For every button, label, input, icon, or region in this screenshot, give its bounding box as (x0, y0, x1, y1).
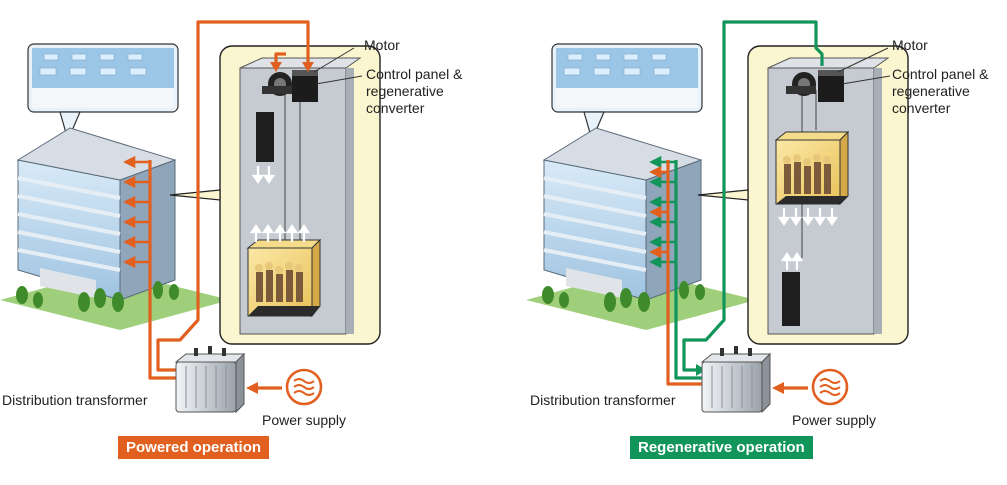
power-flow-arrowheads (270, 62, 314, 72)
leader-lines (837, 47, 891, 85)
elevator-car (774, 130, 850, 206)
leader-lines (313, 47, 363, 85)
counterweight (256, 112, 274, 162)
control-panel-label-3: converter (366, 100, 425, 116)
grid-floor-arrows (649, 165, 668, 259)
floor-feed-arrows (123, 155, 150, 269)
power-supply-icon (285, 368, 323, 406)
ceiling-callout (551, 43, 703, 142)
office-building (542, 127, 705, 312)
powered-illustration (0, 20, 381, 414)
regenerative-illustration (526, 20, 909, 414)
transformer-label: Distribution transformer (2, 392, 148, 408)
regenerative-flow-arrowheads (696, 364, 706, 376)
grid-feed-line (666, 160, 704, 386)
office-building (16, 127, 179, 312)
transformer-label: Distribution transformer (530, 392, 676, 408)
ceiling-callout (27, 43, 179, 142)
control-panel-label-1: Control panel & (366, 66, 463, 82)
motor-unit (786, 70, 844, 102)
mode-badge: Regenerative operation (630, 436, 813, 459)
distribution-transformer (700, 346, 772, 414)
power-supply-icon (811, 368, 849, 406)
floor-feed-arrows (649, 155, 676, 269)
power-supply-label: Power supply (262, 412, 347, 428)
control-panel-label-3: converter (892, 100, 951, 116)
power-supply-arrow (246, 382, 282, 394)
motion-arrows (777, 208, 839, 270)
power-supply-arrow (772, 382, 808, 394)
control-panel-label-1: Control panel & (892, 66, 989, 82)
control-panel-label-2: regenerative (892, 83, 970, 99)
control-panel-label-2: regenerative (366, 83, 444, 99)
motion-arrows (249, 166, 311, 242)
distribution-transformer (174, 346, 246, 414)
motor-unit (262, 70, 318, 102)
motor-label: Motor (892, 37, 928, 53)
counterweight (782, 272, 800, 326)
powered-panel: Motor Control panel & regenerative conve… (0, 0, 503, 485)
motor-label: Motor (364, 37, 400, 53)
elevator-car (246, 238, 322, 318)
mode-badge: Powered operation (118, 436, 270, 459)
regenerative-panel: Motor Control panel & regenerative conve… (526, 0, 1007, 485)
power-supply-label: Power supply (792, 412, 877, 428)
